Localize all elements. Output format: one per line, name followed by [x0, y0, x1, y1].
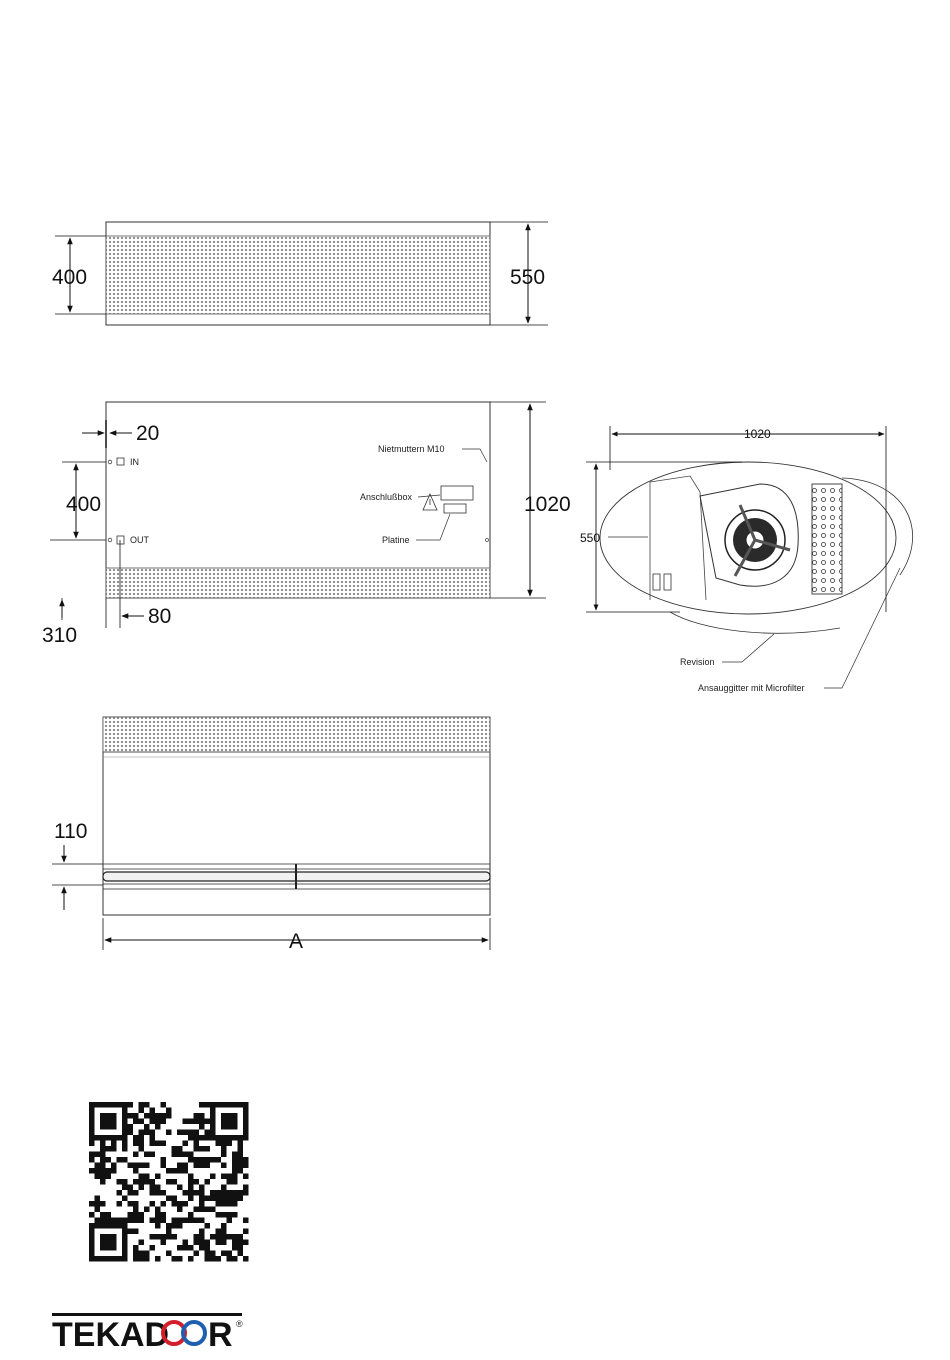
logo-text-right: R — [208, 1316, 233, 1354]
label-intake-grille: Ansauggitter mit Microfilter — [698, 683, 805, 693]
dim-bottom-110: 110 — [54, 820, 87, 843]
port-in-label: IN — [130, 457, 139, 467]
dim-top-400: 400 — [52, 266, 87, 289]
dim-front-1020: 1020 — [524, 493, 571, 516]
top-view-mesh-grille — [106, 236, 490, 314]
junction-box-icon — [441, 486, 473, 500]
dim-front-20: 20 — [136, 422, 159, 445]
logo-text-left: TEKAD — [52, 1316, 169, 1354]
dim-front-310: 310 — [42, 624, 77, 647]
label-board: Platine — [382, 535, 410, 545]
label-rivet-nuts: Nietmuttern M10 — [378, 444, 445, 454]
bottom-view: 110 A — [52, 717, 490, 953]
intake-grille — [812, 484, 842, 594]
dim-bottom-A: A — [289, 930, 303, 953]
dim-side-1020: 1020 — [744, 427, 771, 441]
front-view-mesh-grille — [106, 568, 490, 598]
dim-side-550: 550 — [580, 531, 600, 545]
dim-front-400: 400 — [66, 493, 101, 516]
port-in-icon — [117, 458, 124, 465]
bottom-view-mesh-grille — [103, 717, 490, 752]
board-icon — [444, 504, 466, 513]
front-view: 20 IN OUT 400 1020 310 80 Nietmuttern M1… — [42, 402, 571, 647]
registered-mark: ® — [236, 1319, 243, 1329]
qr-code — [87, 1100, 251, 1264]
dim-top-550: 550 — [510, 266, 545, 289]
port-out-label: OUT — [130, 535, 150, 545]
side-view: 1020 550 Revision Ansauggitter mit Micro… — [580, 426, 913, 693]
dim-front-80: 80 — [148, 605, 171, 628]
top-view: 400 550 — [52, 222, 548, 325]
port-out-icon — [117, 536, 124, 544]
label-revision: Revision — [680, 657, 715, 667]
label-junction-box: Anschlußbox — [360, 492, 413, 502]
tekadoor-logo: TEKAD R ® — [52, 1313, 243, 1354]
